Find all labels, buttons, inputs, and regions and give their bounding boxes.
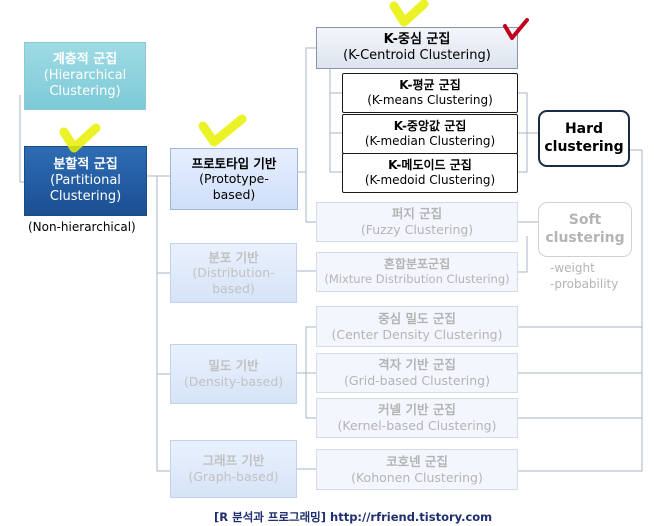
category-prototype-title: 프로토타입 기반 xyxy=(191,155,277,171)
category-density-subtitle: (Density-based) xyxy=(183,374,284,389)
kmeans-subtitle: (K-means Clustering) xyxy=(367,93,493,107)
category-graph: 그래프 기반 (Graph-based) xyxy=(170,440,297,498)
partitional-title: 분할적 군집 xyxy=(53,156,118,172)
mixture-subtitle: (Mixture Distribution Clustering) xyxy=(324,272,510,287)
category-distribution-subtitle: (Distribution-based) xyxy=(192,265,275,296)
category-graph-subtitle: (Graph-based) xyxy=(188,469,279,484)
kmeans-node: K-평균 군집 (K-means Clustering) xyxy=(342,73,518,113)
hierarchical-title: 계층적 군집 xyxy=(52,51,118,67)
soft-note-probability: -probability xyxy=(550,277,619,291)
connector-soft xyxy=(518,221,538,273)
center-density-node: 중심 밀도 군집 (Center Density Clustering) xyxy=(316,306,518,347)
center-density-title: 중심 밀도 군집 xyxy=(378,310,456,326)
kcentroid-title: K-중심 군집 xyxy=(383,31,451,47)
connector-density-methods xyxy=(297,326,316,419)
fuzzy-title: 퍼지 군집 xyxy=(391,206,443,222)
center-density-subtitle: (Center Density Clustering) xyxy=(331,326,503,342)
category-prototype-subtitle: (Prototype-based) xyxy=(199,171,269,202)
fuzzy-node: 퍼지 군집 (Fuzzy Clustering) xyxy=(316,202,518,242)
grid-based-title: 격자 기반 군집 xyxy=(378,357,456,373)
kernel-based-title: 커넬 기반 군집 xyxy=(378,402,456,418)
mixture-title: 혼합분포군집 xyxy=(383,257,451,272)
kmedoid-subtitle: (K-medoid Clustering) xyxy=(364,173,496,187)
hard-clustering-line1: Hard xyxy=(564,121,604,137)
soft-clustering-line2: clustering xyxy=(545,229,625,246)
connector-category-spine xyxy=(156,176,170,472)
non-hierarchical-note: (Non-hierarchical) xyxy=(28,220,136,234)
footer-credit: [R 분석과 프로그래밍] http://rfriend.tistory.com xyxy=(214,510,493,524)
connector-prototype-kcentroid xyxy=(298,47,316,173)
grid-based-node: 격자 기반 군집 (Grid-based Clustering) xyxy=(316,353,518,393)
kohonen-subtitle: (Kohonen Clustering) xyxy=(351,469,483,485)
category-prototype: 프로토타입 기반 (Prototype-based) xyxy=(170,148,298,210)
category-distribution-title: 분포 기반 xyxy=(208,249,259,265)
connector-methods-hard xyxy=(518,92,538,173)
hierarchical-subtitle: (Hierarchical Clustering) xyxy=(43,67,127,100)
partitional-node: 분할적 군집 (Partitional Clustering) xyxy=(24,146,147,216)
category-density-title: 밀도 기반 xyxy=(208,358,259,374)
soft-clustering-node: Soft clustering xyxy=(538,202,632,257)
hard-clustering-node: Hard clustering xyxy=(538,110,630,167)
kohonen-title: 코호넨 군집 xyxy=(386,453,448,469)
connector-kcentroid-methods xyxy=(329,68,342,173)
kernel-based-node: 커넬 기반 군집 (Kernel-based Clustering) xyxy=(316,398,518,438)
kmedoid-title: K-메도이드 군집 xyxy=(388,158,472,172)
category-graph-title: 그래프 기반 xyxy=(202,453,265,469)
kmedian-node: K-중앙값 군집 (K-median Clustering) xyxy=(342,114,518,154)
kernel-based-subtitle: (Kernel-based Clustering) xyxy=(337,418,497,433)
kcentroid-subtitle: (K-Centroid Clustering) xyxy=(343,48,491,63)
connector-category-branches xyxy=(157,272,170,375)
category-density: 밀도 기반 (Density-based) xyxy=(170,344,297,404)
connector-right-bracket xyxy=(518,149,643,472)
soft-note-weight: -weight xyxy=(550,261,595,275)
kohonen-node: 코호넨 군집 (Kohonen Clustering) xyxy=(316,449,518,490)
kmedoid-node: K-메도이드 군집 (K-medoid Clustering) xyxy=(342,153,518,193)
kmeans-title: K-평균 군집 xyxy=(399,78,461,92)
hard-clustering-line2: clustering xyxy=(544,138,624,155)
connector-prototype-fuzzy xyxy=(305,172,316,223)
category-distribution: 분포 기반 (Distribution-based) xyxy=(170,243,297,303)
fuzzy-subtitle: (Fuzzy Clustering) xyxy=(360,222,474,237)
hierarchical-node: 계층적 군집 (Hierarchical Clustering) xyxy=(24,42,146,110)
mixture-node: 혼합분포군집 (Mixture Distribution Clustering) xyxy=(316,252,518,292)
grid-based-subtitle: (Grid-based Clustering) xyxy=(344,373,490,388)
kcentroid-node: K-중심 군집 (K-Centroid Clustering) xyxy=(316,27,518,69)
connector-trunk xyxy=(19,95,24,183)
kmedian-title: K-중앙값 군집 xyxy=(393,119,467,133)
partitional-subtitle: (Partitional Clustering) xyxy=(49,172,122,205)
soft-clustering-line1: Soft xyxy=(568,212,602,228)
kmedian-subtitle: (K-median Clustering) xyxy=(364,134,496,148)
